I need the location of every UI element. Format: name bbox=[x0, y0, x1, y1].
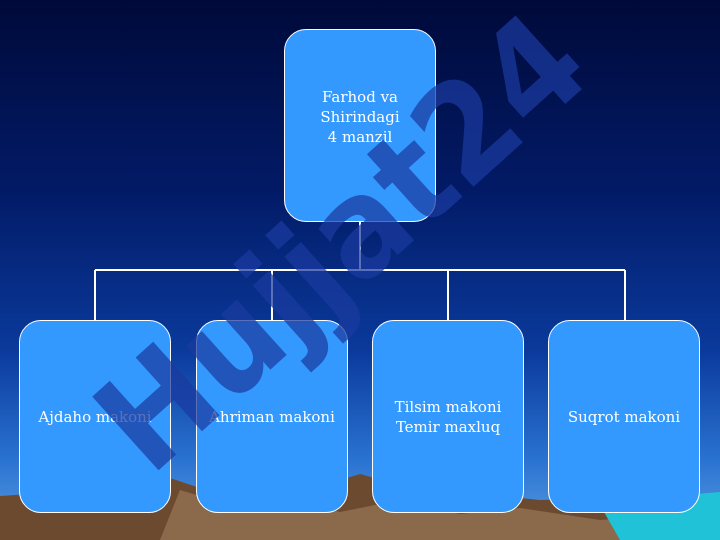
root-node-label: Farhod va Shirindagi 4 manzil bbox=[320, 87, 400, 146]
child-node-ajdaho: Ajdaho makoni bbox=[19, 320, 171, 513]
child-node-label: Tilsim makoni Temir maxluq bbox=[394, 397, 502, 436]
child-node-label: Suqrot makoni bbox=[567, 407, 681, 426]
child-node-tilsim: Tilsim makoni Temir maxluq bbox=[372, 320, 524, 513]
child-node-ahriman: Ahriman makoni bbox=[196, 320, 348, 513]
child-node-label: Ajdaho makoni bbox=[38, 407, 152, 426]
root-node: Farhod va Shirindagi 4 manzil bbox=[284, 29, 436, 222]
child-node-suqrot: Suqrot makoni bbox=[548, 320, 700, 513]
child-node-label: Ahriman makoni bbox=[209, 407, 335, 426]
